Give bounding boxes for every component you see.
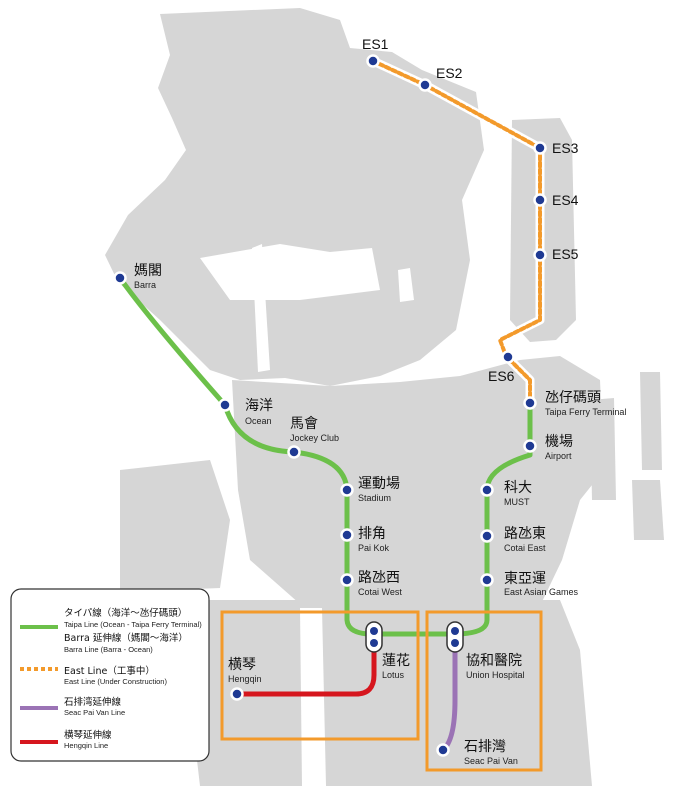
macau-peninsula [105,8,484,386]
station-must[interactable] [480,483,494,497]
legend-frame [10,588,210,762]
channel-3 [300,608,326,786]
label-union-en: Union Hospital [466,670,525,680]
union-hospital-interchange-marker[interactable] [446,621,464,653]
label-hengqin-en: Hengqin [228,674,262,684]
legend-seac-en: Seac Pai Van Line [64,708,125,717]
station-eag[interactable] [480,573,494,587]
label-hengqin-zh: 横琴 [228,657,256,673]
label-es1: ES1 [362,36,389,52]
label-airport-en: Airport [545,451,572,461]
legend-hengqin-zh: 横琴延伸線 [64,729,112,741]
label-es3: ES3 [552,140,579,156]
label-eag-en: East Asian Games [504,587,579,597]
east-pier-2 [640,372,662,470]
east-line [371,59,542,405]
station-markers [113,54,547,757]
label-es5: ES5 [552,246,579,262]
legend-taipa-zh2: Barra 延伸線（媽閣～海洋） [64,632,188,644]
label-jockey-en: Jockey Club [290,433,339,443]
station-jockey[interactable] [287,445,301,459]
label-seac-zh: 石排灣 [464,739,506,755]
label-es2: ES2 [436,65,463,81]
east-pier-1 [590,398,616,500]
station-seac[interactable] [436,743,450,757]
station-labels: 媽閣 Barra 海洋 Ocean 馬會 Jockey Club 運動場 Sta… [134,36,626,766]
harbour-inlet [200,244,380,300]
label-eag-zh: 東亞運 [504,571,546,587]
station-barra[interactable] [113,271,127,285]
station-cotaie[interactable] [480,529,494,543]
label-lotus-zh: 蓮花 [382,653,410,669]
taipa-line [117,275,533,637]
label-cotaie-en: Cotai East [504,543,546,553]
water-channels [200,244,414,786]
label-ferry-en: Taipa Ferry Terminal [545,407,626,417]
lotus-area-box [220,610,420,741]
station-es4[interactable] [533,193,547,207]
east-pier-3 [632,480,664,540]
label-es6: ES6 [488,368,515,384]
label-seac-en: Seac Pai Van [464,756,518,766]
lotus-interchange-marker[interactable] [365,621,383,653]
label-ocean-zh: 海洋 [245,398,273,414]
station-es3[interactable] [533,141,547,155]
label-stadium-en: Stadium [358,493,391,503]
west-landmass [120,460,230,592]
station-es5[interactable] [533,248,547,262]
union-hospital-area-box [425,610,543,772]
label-must-en: MUST [504,497,530,507]
legend: タイパ線（海洋～氹仔碼頭） Taipa Line (Ocean - Taipa … [10,588,210,762]
label-cotaie-zh: 路氹東 [504,526,546,542]
legend-east-en: East Line (Under Construction) [64,677,167,686]
label-ferry-zh: 氹仔碼頭 [545,390,601,406]
station-paikok[interactable] [340,528,354,542]
label-must-zh: 科大 [504,480,532,496]
station-es1[interactable] [366,54,380,68]
station-airport[interactable] [523,439,537,453]
label-jockey-zh: 馬會 [290,416,318,432]
land-areas [105,8,664,786]
label-airport-zh: 機場 [545,434,573,450]
label-barra-en: Barra [134,280,156,290]
legend-seac-zh: 石排湾延伸線 [64,696,122,708]
legend-taipa-zh1: タイパ線（海洋～氹仔碼頭） [64,607,187,619]
station-cotaiw[interactable] [340,573,354,587]
label-cotaiw-zh: 路氹西 [358,570,400,586]
label-union-zh: 協和醫院 [466,653,522,669]
station-es6[interactable] [501,350,515,364]
taipa-island [232,356,604,618]
label-ocean-en: Ocean [245,416,272,426]
station-stadium[interactable] [340,483,354,497]
interchange-boxes [220,610,543,772]
station-es2[interactable] [418,78,432,92]
label-barra-zh: 媽閣 [134,263,162,279]
label-paikok-zh: 排角 [358,526,386,542]
hengqin-line [234,637,377,697]
label-es4: ES4 [552,192,579,208]
legend-taipa-en1: Taipa Line (Ocean - Taipa Ferry Terminal… [64,620,202,629]
lines [117,56,545,753]
label-cotaiw-en: Cotai West [358,587,402,597]
channel-2 [398,268,414,302]
legend-taipa-en2: Barra Line (Barra - Ocean) [64,645,153,654]
legend-hengqin-en: Hengqin Line [64,741,108,750]
station-ferry[interactable] [523,396,537,410]
legend-east-zh: East Line（工事中） [64,665,155,677]
label-paikok-en: Pai Kok [358,543,390,553]
station-ocean[interactable] [218,398,232,412]
station-hengqin[interactable] [230,687,244,701]
label-stadium-zh: 運動場 [358,476,400,492]
label-lotus-en: Lotus [382,670,405,680]
